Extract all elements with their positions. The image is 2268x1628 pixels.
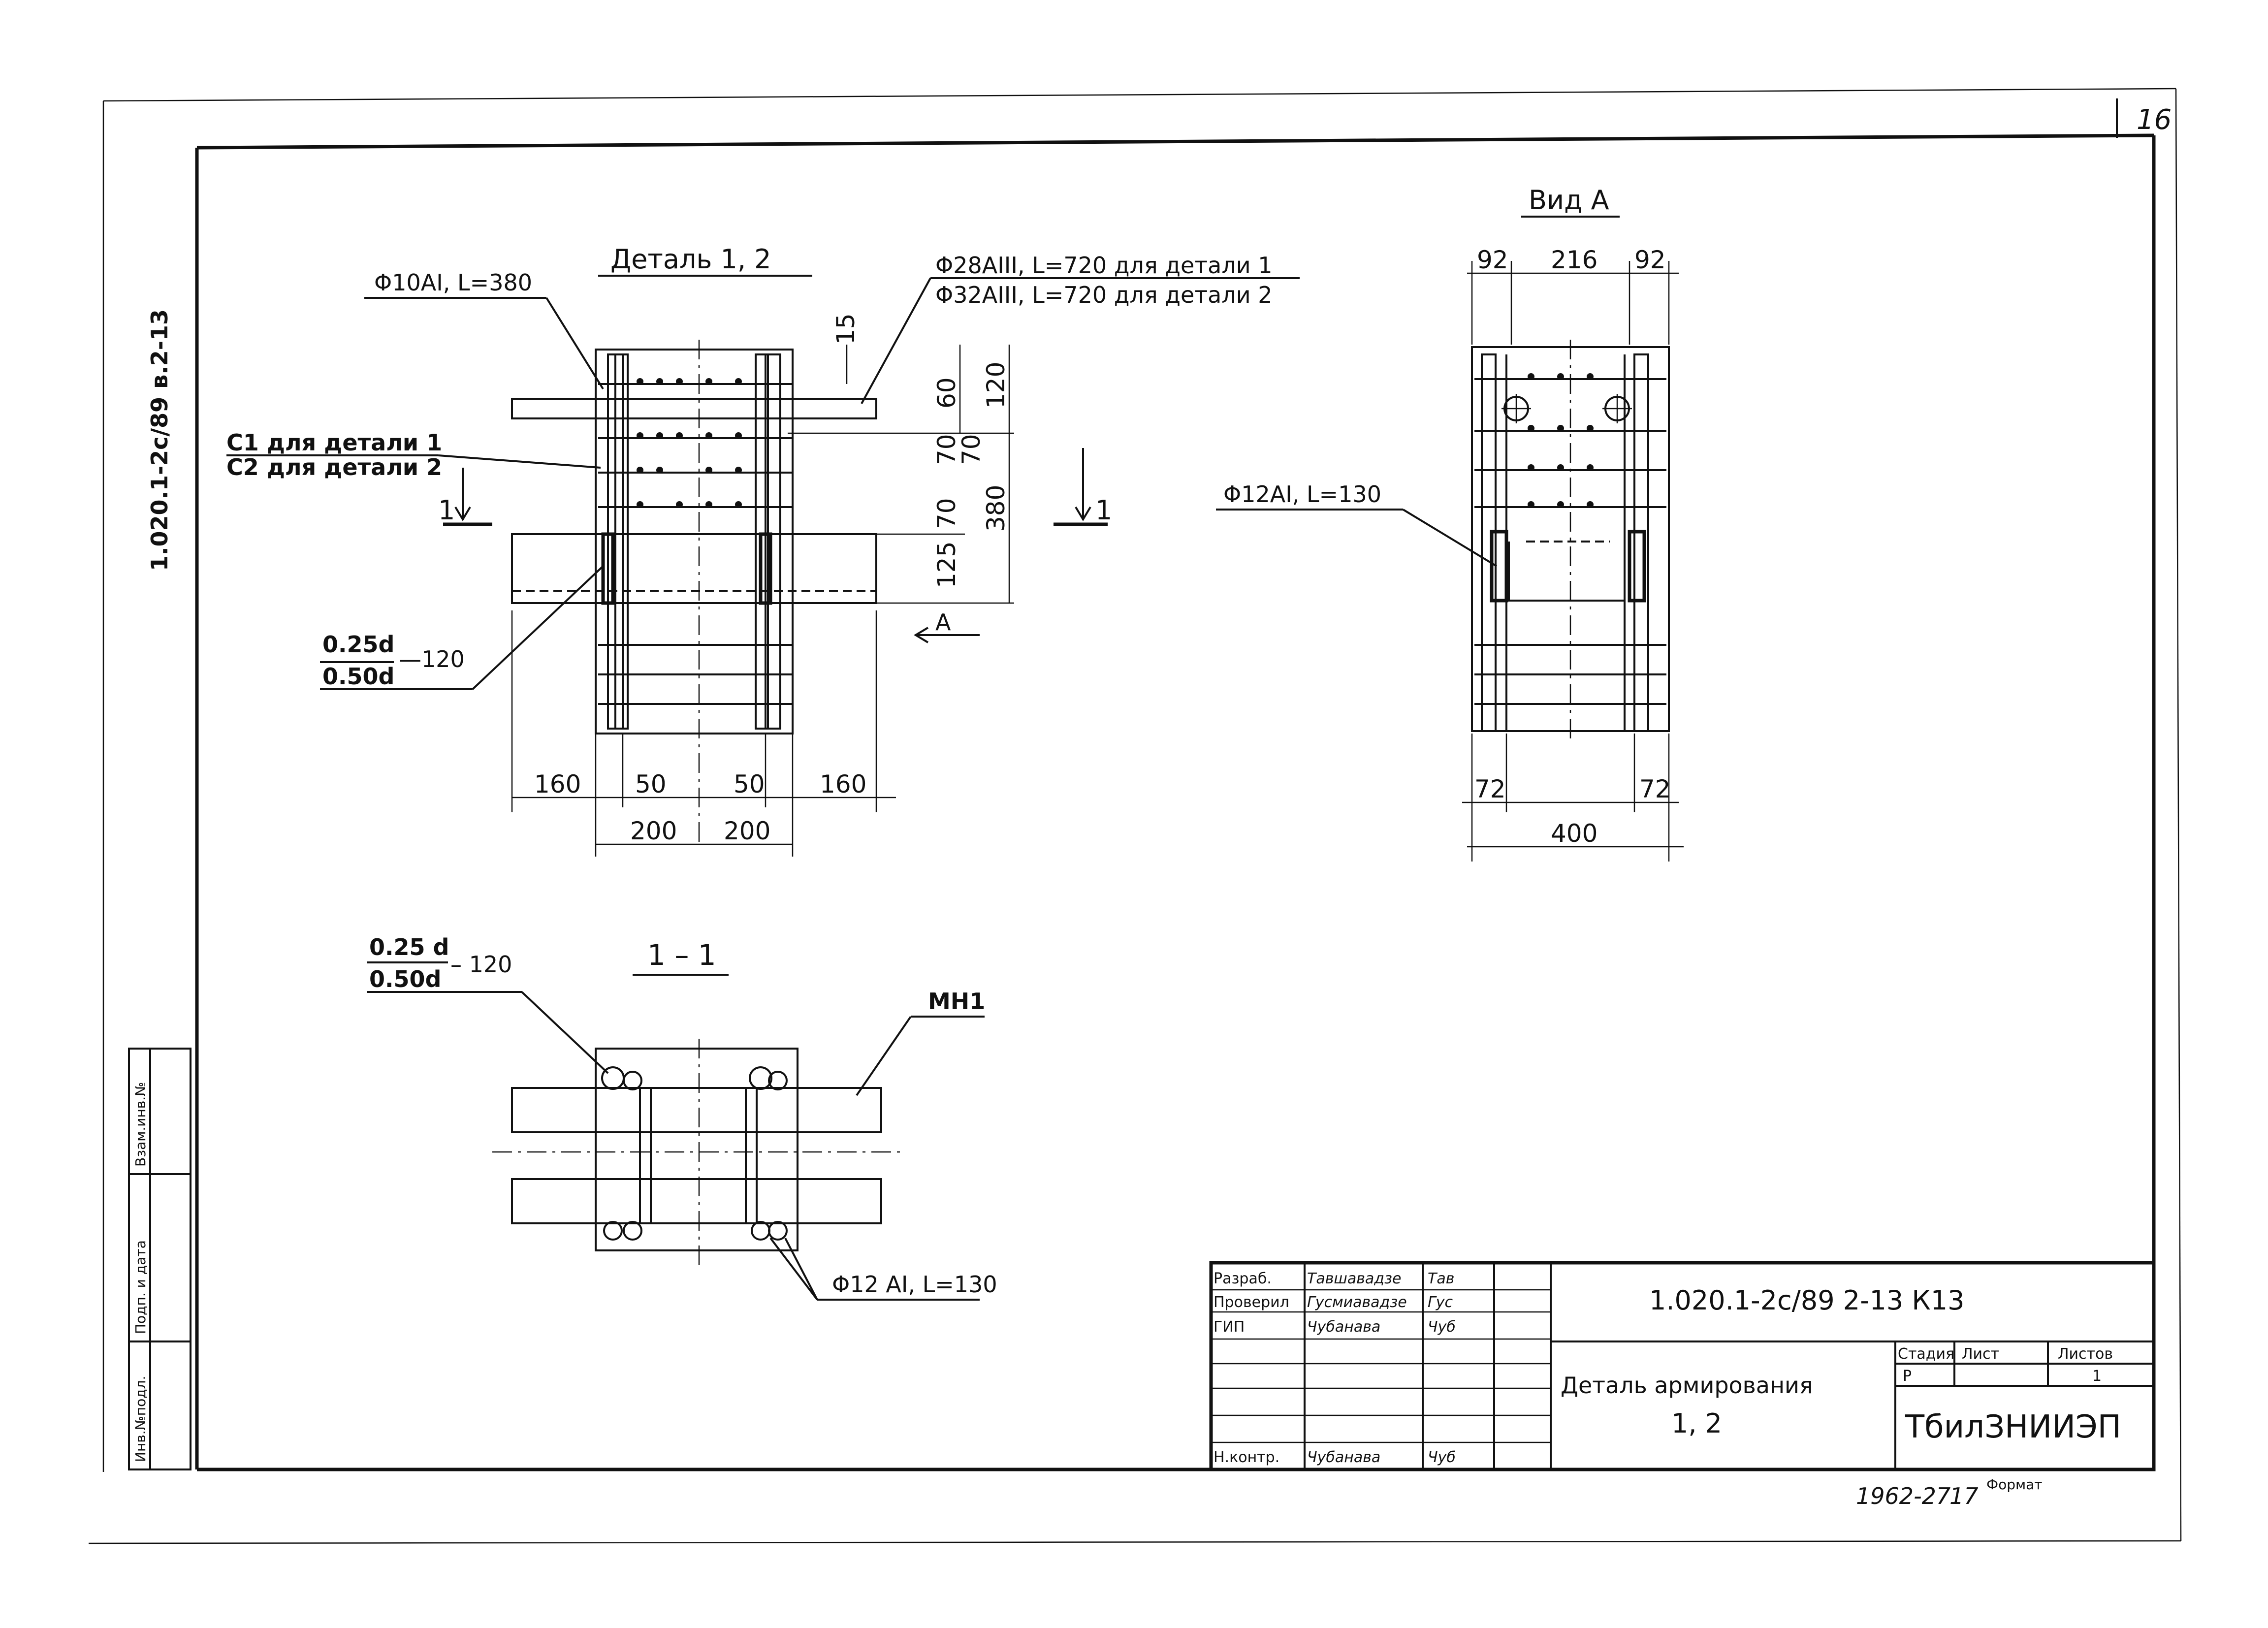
sheets-label: Листов <box>2058 1345 2113 1363</box>
name-norm-control: Чубанава <box>1307 1449 1380 1466</box>
section-1-1: 1 – 1 0.25 d 0.50d – 120 МН1 Φ12 AI, L=1… <box>367 934 997 1301</box>
view-a: Вид А Φ12AI, L=130 <box>1216 185 1684 862</box>
label-mn1: МН1 <box>928 988 985 1015</box>
dim-50b: 50 <box>734 770 765 798</box>
dim-60: 60 <box>932 377 961 409</box>
sheet-number: 16 <box>2137 104 2172 136</box>
weld-length-label: —120 <box>399 646 465 672</box>
dim-70c: 70 <box>932 498 961 529</box>
section-title: 1 – 1 <box>647 938 716 972</box>
weld-bottom-label: 0.50d <box>322 663 394 690</box>
dim-72a: 72 <box>1474 775 1506 803</box>
sheet-frame: 16 <box>88 88 2182 1544</box>
format-label: Формат <box>1986 1476 2043 1493</box>
weld-top-label: 0.25d <box>322 631 394 658</box>
role-chief-engineer: ГИП <box>1214 1318 1245 1336</box>
stamp-replace-inv: Взам.инв.№ <box>132 1082 149 1167</box>
sheet-label: Лист <box>1962 1345 1999 1363</box>
label-rod-12-view-a: Φ12AI, L=130 <box>1223 481 1381 508</box>
role-developer: Разраб. <box>1214 1270 1272 1287</box>
sheets-total-value: 1 <box>2092 1368 2102 1385</box>
section-weld-bottom: 0.50d <box>369 966 441 992</box>
dim-92a: 92 <box>1477 246 1508 274</box>
inventory-number: 1962-27 <box>1856 1483 1950 1509</box>
dim-160b: 160 <box>820 770 866 798</box>
section-weld-top: 0.25 d <box>369 934 449 960</box>
footer: 1962-27 17 Формат <box>1856 1476 2043 1509</box>
name-chief-engineer: Чубанава <box>1307 1318 1380 1336</box>
dim-216: 216 <box>1551 246 1597 274</box>
stamp-sign-date: Подп. и дата <box>132 1240 149 1334</box>
label-rod-32: Φ32AIII, L=720 для детали 2 <box>935 282 1273 308</box>
dim-50a: 50 <box>635 770 667 798</box>
copy-number: 17 <box>1949 1483 1979 1509</box>
name-developer: Тавшавадзе <box>1307 1270 1401 1287</box>
signature-checker: Гус <box>1428 1294 1453 1311</box>
label-rod-12-section: Φ12 AI, L=130 <box>832 1271 997 1298</box>
dim-70a: 70 <box>932 434 961 465</box>
label-c2: С2 для детали 2 <box>226 454 442 480</box>
dim-70b: 70 <box>957 434 986 465</box>
label-c1: С1 для детали 1 <box>226 429 442 456</box>
label-rod-28: Φ28AIII, L=720 для детали 1 <box>935 252 1273 279</box>
title-rows <box>1211 1289 1551 1443</box>
organization: ТбилЗНИИЭП <box>1905 1409 2121 1445</box>
role-norm-control: Н.контр. <box>1214 1449 1279 1466</box>
label-rod-10: Φ10AI, L=380 <box>374 269 532 296</box>
section-mark-left: 1 <box>438 495 455 526</box>
detail-1-2: Деталь 1, 2 Φ10AI, L= <box>226 244 1300 857</box>
side-stamp: Инв.№подл. Подп. и дата Взам.инв.№ <box>128 1048 192 1470</box>
role-checker: Проверил <box>1214 1294 1289 1311</box>
stage-label: Стадия <box>1898 1345 1954 1363</box>
dim-400: 400 <box>1551 819 1597 848</box>
detail-title-line1: Деталь армирования <box>1561 1372 1813 1399</box>
dim-380: 380 <box>982 485 1010 532</box>
dim-120: 120 <box>982 362 1010 409</box>
signature-developer: Тав <box>1428 1270 1454 1287</box>
dim-92b: 92 <box>1634 246 1666 274</box>
dim-15: 15 <box>831 313 860 345</box>
signature-norm-control: Чуб <box>1428 1449 1456 1466</box>
detail-title-line2: 1, 2 <box>1671 1408 1722 1439</box>
section-mark-right: 1 <box>1095 495 1112 526</box>
name-checker: Гусмиавадзе <box>1307 1294 1407 1311</box>
section-weld-length: – 120 <box>450 951 512 978</box>
view-a-title: Вид А <box>1529 185 1609 216</box>
view-mark: А <box>935 609 951 636</box>
dim-72b: 72 <box>1639 775 1671 803</box>
dim-200a: 200 <box>630 817 677 845</box>
dim-125: 125 <box>932 542 961 588</box>
document-code: 1.020.1-2с/89 2-13 К13 <box>1649 1285 1965 1316</box>
dim-200b: 200 <box>724 817 770 845</box>
stage-value: Р <box>1903 1368 1912 1385</box>
dim-160a: 160 <box>534 770 581 798</box>
detail-title: Деталь 1, 2 <box>610 244 771 275</box>
stamp-inv-original: Инв.№подл. <box>132 1376 149 1462</box>
title-block: Разраб. Проверил ГИП Н.контр. Тавшавадзе… <box>1209 1261 2156 1471</box>
signature-chief-engineer: Чуб <box>1428 1318 1456 1336</box>
side-document-code: 1.020.1-2с/89 в.2-13 <box>146 309 173 571</box>
